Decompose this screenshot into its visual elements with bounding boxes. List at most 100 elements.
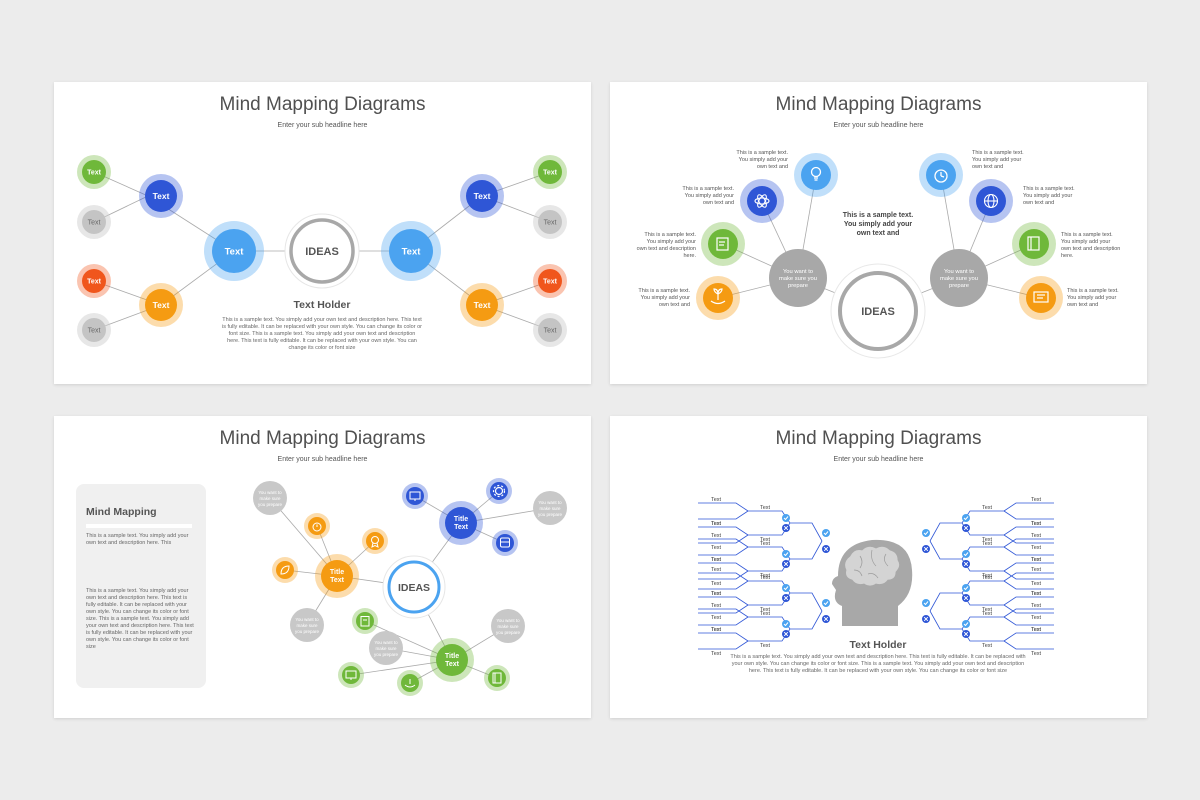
node-label: Text xyxy=(544,220,557,227)
svg-text:Title: Title xyxy=(445,653,459,660)
atom-node[interactable] xyxy=(740,179,784,223)
svg-text:make sure: make sure xyxy=(539,506,561,511)
gear-node-blue[interactable] xyxy=(486,478,512,504)
certificate-node[interactable] xyxy=(701,222,745,266)
main-node-right[interactable]: Text xyxy=(381,221,441,281)
node-label: Text xyxy=(544,328,557,335)
book-node-green[interactable] xyxy=(484,665,510,691)
lightbulb-icon xyxy=(810,166,822,181)
center-ideas-node[interactable]: IDEAS xyxy=(830,263,926,359)
slide-4[interactable]: Mind Mapping Diagrams Enter your sub hea… xyxy=(610,416,1147,718)
leaf-node-red-left[interactable]: Text xyxy=(77,264,111,298)
check-icon xyxy=(782,584,790,592)
hub-node-left[interactable]: You want to make sure you prepare xyxy=(769,249,827,307)
board-node-green[interactable] xyxy=(338,662,364,688)
center-label: IDEAS xyxy=(861,306,895,318)
globe-node[interactable] xyxy=(969,179,1013,223)
center-ideas-node[interactable]: IDEAS xyxy=(382,555,446,619)
tree-leaf-label: Text xyxy=(1031,627,1042,633)
gear-icon xyxy=(492,484,506,498)
branch-node-orange-right[interactable]: Text xyxy=(460,283,504,327)
leaf-icon xyxy=(280,565,290,575)
lightbulb-node[interactable] xyxy=(794,153,838,197)
certificate-icon xyxy=(716,237,729,251)
gray-bubble-topright[interactable]: You want to make sure you prepare xyxy=(533,491,567,525)
tree-leaf-label: Text xyxy=(982,607,993,613)
text-holder-title: Text Holder xyxy=(849,639,907,651)
tree-leaf-label: Text xyxy=(711,603,722,609)
globe-icon xyxy=(983,193,999,209)
node-label: Text xyxy=(88,328,101,335)
gray-bubble-middle[interactable]: You want to make sure you prepare xyxy=(369,631,403,665)
tree-leaf-label: Text xyxy=(711,581,722,587)
svg-text:you prepare: you prepare xyxy=(374,652,399,657)
slide-title: Mind Mapping Diagrams xyxy=(775,428,982,449)
tree-leaf-label: Text xyxy=(1031,557,1042,563)
title-node-orange[interactable]: Title Text xyxy=(315,554,359,598)
presentation-node[interactable] xyxy=(1019,276,1063,320)
tree-leaf-label: Text xyxy=(711,533,722,539)
tree-leaf-label: Text xyxy=(760,643,771,649)
leaf-node-green-right[interactable]: Text xyxy=(533,155,567,189)
title-node-green[interactable]: Title Text xyxy=(430,638,474,682)
hub-node-right[interactable]: You want to make sure you prepare xyxy=(930,249,988,307)
leaf-node-red-right[interactable]: Text xyxy=(533,264,567,298)
title-node-blue[interactable]: Title Text xyxy=(439,501,483,545)
svg-text:prepare: prepare xyxy=(788,283,808,289)
svg-text:You want to: You want to xyxy=(944,269,974,275)
hands-plant-node[interactable] xyxy=(696,276,740,320)
book-icon xyxy=(492,672,502,684)
leaf-node-gray-left-1[interactable]: Text xyxy=(77,205,111,239)
tree-leaf-label: Text xyxy=(982,611,993,617)
badge-node-orange[interactable] xyxy=(362,528,388,554)
panel-text-short: This is a sample text. You simply add yo… xyxy=(86,533,189,546)
leaf-node-gray-left-2[interactable]: Text xyxy=(77,313,111,347)
svg-text:You want to: You want to xyxy=(258,490,282,495)
branch-node-orange-left[interactable]: Text xyxy=(139,283,183,327)
tree-leaf-label: Text xyxy=(982,643,993,649)
leaf-node-gray-right-1[interactable]: Text xyxy=(533,205,567,239)
bus-node-blue[interactable] xyxy=(492,530,518,556)
flame-node-orange[interactable] xyxy=(272,557,298,583)
screen-node-blue[interactable] xyxy=(402,483,428,509)
center-label: IDEAS xyxy=(398,582,430,594)
check-icon xyxy=(922,599,930,607)
branch-node-blue-right[interactable]: Text xyxy=(460,174,504,218)
svg-text:You want to: You want to xyxy=(295,617,319,622)
close-icon xyxy=(962,560,970,568)
clipboard-node-green[interactable] xyxy=(352,608,378,634)
main-node-left[interactable]: Text xyxy=(204,221,264,281)
tree-leaf-label: Text xyxy=(982,573,993,579)
note-hands-plant: This is a sample text. You simply add yo… xyxy=(638,288,690,308)
check-icon xyxy=(822,599,830,607)
center-note: This is a sample text. You simply add yo… xyxy=(842,212,914,237)
slide-title: Mind Mapping Diagrams xyxy=(775,94,982,115)
plant-node-green[interactable] xyxy=(397,670,423,696)
svg-text:make sure: make sure xyxy=(497,624,519,629)
tree-leaf-label: Text xyxy=(711,557,722,563)
tree-leaf-label: Text xyxy=(1031,591,1042,597)
svg-text:make sure you: make sure you xyxy=(779,276,817,282)
close-icon xyxy=(782,524,790,532)
slide-3[interactable]: Mind Mapping Diagrams Enter your sub hea… xyxy=(54,416,591,718)
gray-bubble-lowerleft[interactable]: You want to make sure you prepare xyxy=(290,608,324,642)
leaf-node-green-left[interactable]: Text xyxy=(77,155,111,189)
alarm-node-orange[interactable] xyxy=(304,513,330,539)
note-atom: This is a sample text. You simply add yo… xyxy=(682,186,734,206)
slide-2[interactable]: Mind Mapping Diagrams Enter your sub hea… xyxy=(610,82,1147,384)
tree-leaf-label: Text xyxy=(1031,545,1042,551)
close-icon xyxy=(782,630,790,638)
close-icon xyxy=(822,545,830,553)
gray-bubble-topleft[interactable]: You want to make sure you prepare xyxy=(253,481,287,515)
slide-title: Mind Mapping Diagrams xyxy=(219,94,426,115)
svg-text:You want to: You want to xyxy=(538,500,562,505)
svg-text:you prepare: you prepare xyxy=(496,630,521,635)
slide-1[interactable]: Mind Mapping Diagrams Enter your sub hea… xyxy=(54,82,591,384)
alarm-clock-node[interactable] xyxy=(919,153,963,197)
leaf-node-gray-right-2[interactable]: Text xyxy=(533,313,567,347)
gray-bubble-right[interactable]: You want to make sure you prepare xyxy=(491,609,525,643)
center-ideas-node[interactable]: IDEAS xyxy=(284,213,360,289)
branch-node-blue-left[interactable]: Text xyxy=(139,174,183,218)
bus-icon xyxy=(500,537,510,548)
book-node[interactable] xyxy=(1012,222,1056,266)
